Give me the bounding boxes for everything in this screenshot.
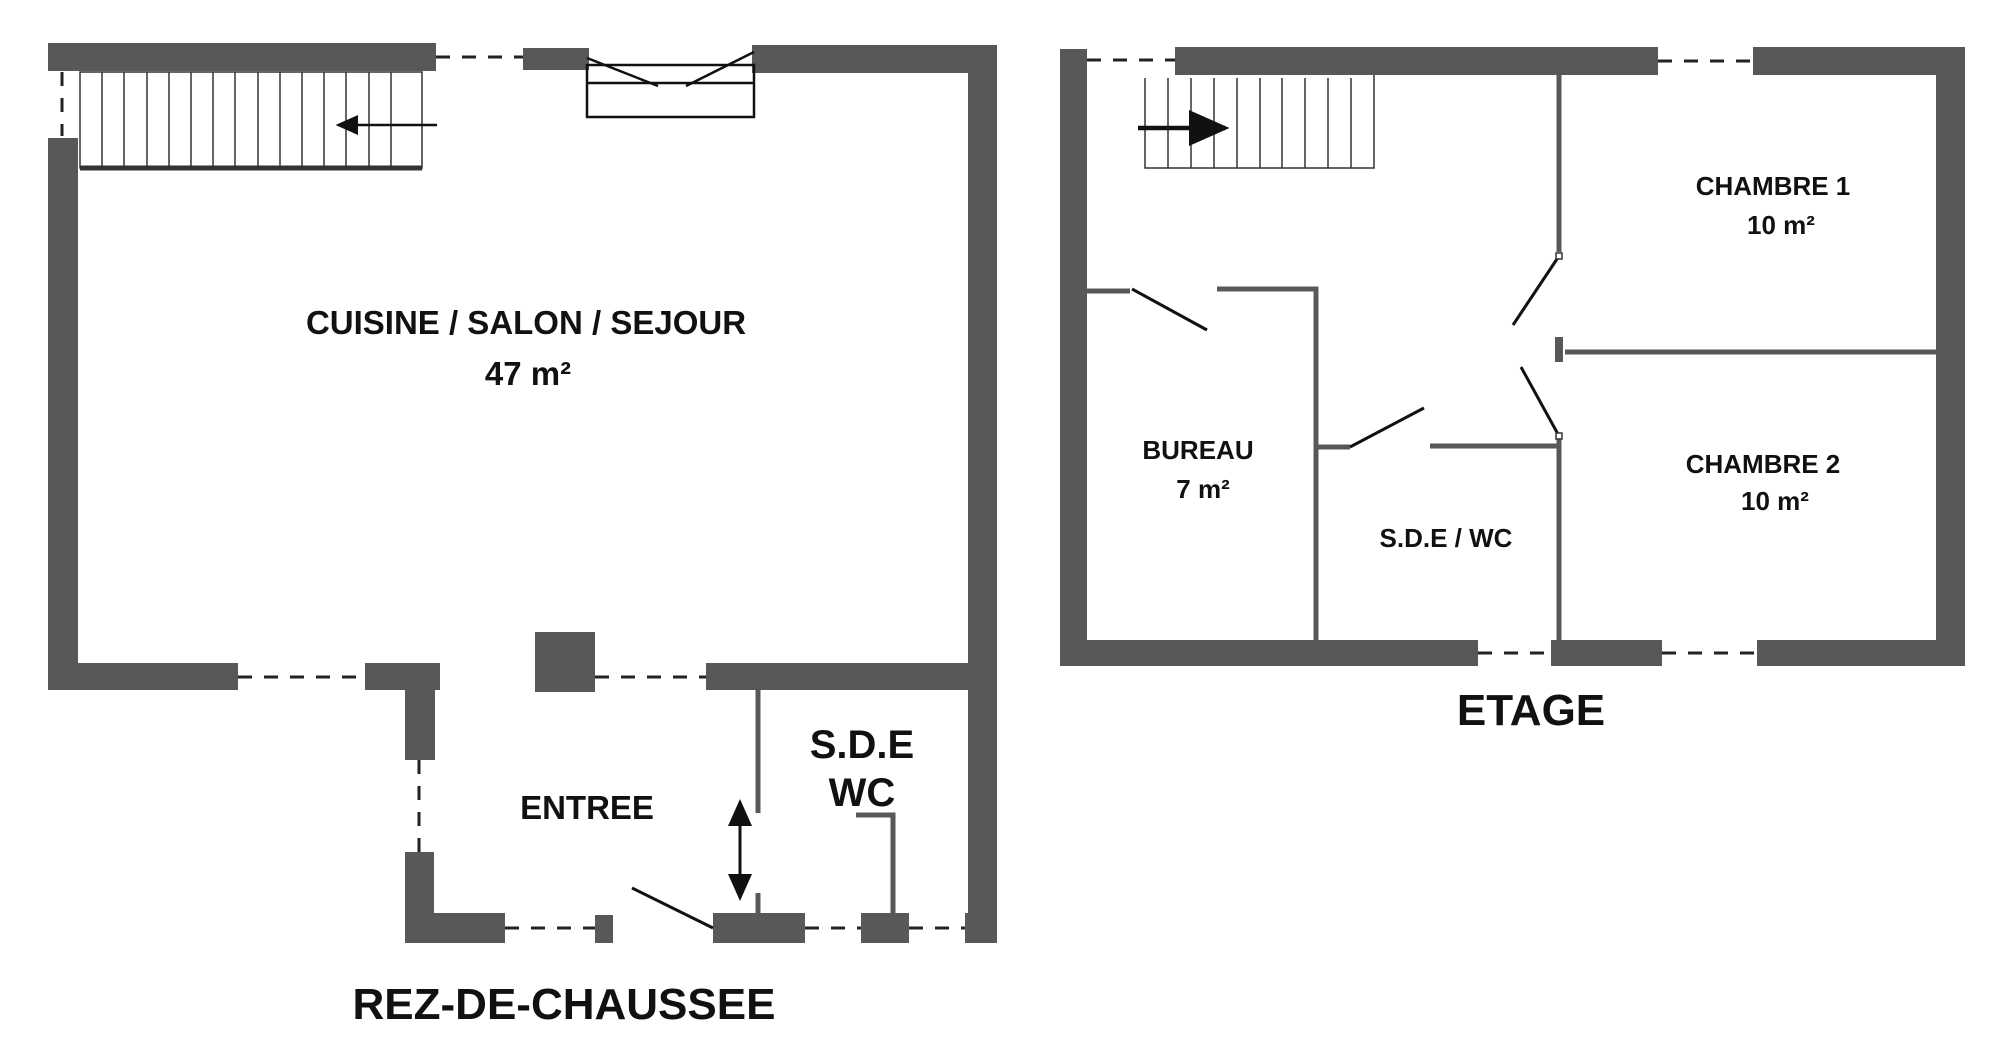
wall: [1175, 47, 1658, 75]
living-room-area: 47 m²: [485, 355, 571, 392]
ground-bathroom-line1: S.D.E: [810, 723, 914, 767]
wall: [405, 913, 505, 943]
wall: [1757, 640, 1965, 666]
upper-floor-title: ETAGE: [1457, 686, 1605, 735]
wall: [48, 138, 78, 690]
wall: [1060, 49, 1087, 666]
wall: [1551, 640, 1662, 666]
door-swing-icon: [1131, 255, 1561, 449]
ground-floor-partitions: [755, 690, 990, 913]
wall: [365, 663, 440, 690]
staircase-icon: [79, 71, 423, 171]
wall: [48, 43, 436, 71]
bedroom1-area: 10 m²: [1747, 210, 1815, 240]
staircase-icon: [1144, 75, 1375, 169]
wall: [48, 663, 238, 690]
wall: [968, 45, 997, 943]
office-name: BUREAU: [1142, 435, 1253, 465]
ground-floor-openings: [60, 55, 965, 930]
entrance-name: ENTREE: [520, 789, 654, 826]
wall: [523, 48, 589, 70]
wall: [405, 690, 435, 760]
wall: [752, 45, 997, 73]
wall: [595, 915, 613, 943]
upper-floor-partitions: [1087, 75, 1936, 640]
ground-floor-title: REZ-DE-CHAUSSEE: [353, 980, 776, 1029]
pillar: [535, 632, 595, 692]
upper-floor-openings: [1087, 58, 1757, 655]
upper-floor-walls: [1060, 47, 1965, 666]
wall: [1060, 640, 1478, 666]
ground-floor-walls: [48, 43, 997, 943]
bedroom2-name: CHAMBRE 2: [1686, 449, 1841, 479]
wall: [965, 913, 997, 943]
door-hinge-marks: [1555, 252, 1563, 440]
door-swing-icon: [631, 886, 714, 930]
wall: [1936, 47, 1965, 666]
office-area: 7 m²: [1176, 474, 1230, 504]
upper-floor-plan: CHAMBRE 1 10 m² CHAMBRE 2 10 m² BUREAU 7…: [1060, 47, 1965, 735]
ground-floor-plan: CUISINE / SALON / SEJOUR 47 m² ENTREE S.…: [48, 43, 997, 1029]
bedroom2-area: 10 m²: [1741, 486, 1809, 516]
wall: [1753, 47, 1965, 75]
wall: [713, 913, 805, 943]
window-icon: [585, 50, 756, 119]
living-room-name: CUISINE / SALON / SEJOUR: [306, 304, 746, 341]
upper-bathroom-name: S.D.E / WC: [1380, 523, 1513, 553]
wall: [706, 663, 968, 690]
ground-bathroom-line2: WC: [829, 771, 896, 815]
wall: [861, 913, 909, 943]
bedroom1-name: CHAMBRE 1: [1696, 171, 1851, 201]
